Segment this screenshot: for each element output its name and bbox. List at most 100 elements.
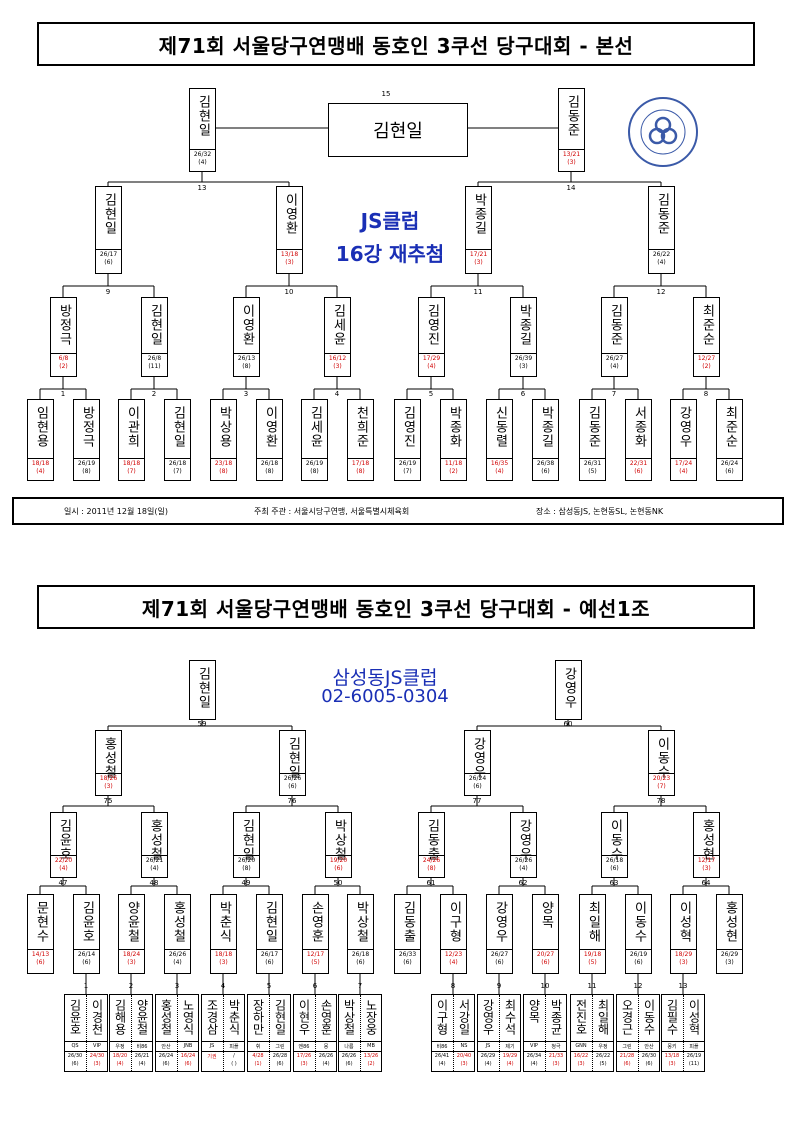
player-name: 박상철	[353, 901, 369, 943]
club-name: 비86	[136, 1044, 148, 1050]
score-value: 16/12	[328, 355, 347, 362]
player-name: 이영환	[262, 406, 278, 448]
inning-count: (5)	[588, 959, 597, 966]
match-score: 14/13(6)	[28, 949, 53, 967]
match-score: 22/20(4)	[51, 855, 76, 873]
score-value: 26/20	[237, 857, 256, 864]
inning-count: (11)	[148, 363, 161, 370]
match-score: 26/13(8)	[234, 353, 259, 371]
inning-count: (3)	[285, 259, 294, 266]
score-value: 13/21	[562, 151, 581, 158]
match-score: 12/27(2)	[694, 353, 719, 371]
player-name: 김현일	[262, 901, 278, 943]
inning-count: (2)	[367, 1061, 375, 1067]
club-name: VIP	[93, 1043, 101, 1049]
club-name: 피플	[229, 1044, 239, 1050]
inning-count: (6)	[36, 959, 45, 966]
club-name: GNN	[575, 1043, 587, 1049]
player-name: 홍성철	[170, 901, 186, 943]
inning-count: (5)	[599, 1061, 607, 1067]
score-value: 16/35	[490, 460, 509, 467]
score-value: 12/17	[306, 951, 325, 958]
pair-divider	[499, 995, 500, 1071]
inning-count: (4)	[438, 1061, 446, 1067]
club-name: 안산	[644, 1044, 654, 1050]
pair-separator	[571, 1051, 613, 1052]
match-score: 13/18(3)	[277, 249, 302, 267]
inning-count: (7)	[657, 783, 666, 790]
player-name: 박춘식	[216, 901, 232, 943]
match-number: 13	[197, 184, 207, 192]
match-score: 26/26(4)	[165, 949, 190, 967]
match-score: 17/21(3)	[466, 249, 491, 267]
player-name: 김동준	[654, 193, 670, 235]
player-name: 박종화	[446, 406, 462, 448]
pair-divider	[269, 995, 270, 1071]
player-name: 문현수	[33, 901, 49, 943]
inning-count: (5)	[588, 468, 597, 475]
match-score: 26/18(6)	[602, 855, 627, 873]
player-name: 김세윤	[330, 304, 346, 346]
pair-separator	[294, 1051, 336, 1052]
player-name: 김현일	[273, 999, 287, 1035]
inning-count: (4)	[138, 1061, 146, 1067]
inning-count: (8)	[310, 468, 319, 475]
inning-count: (4)	[198, 159, 207, 166]
score-value: 26/39	[514, 355, 533, 362]
score-value: 13/26	[363, 1053, 379, 1059]
inning-count: (4)	[679, 468, 688, 475]
match-score: 26/27(6)	[487, 949, 512, 967]
player-name: 천희준	[353, 406, 369, 448]
inning-count: (4)	[150, 865, 159, 872]
match-score: 11/18(2)	[441, 458, 466, 476]
pair-separator	[339, 1051, 381, 1052]
match-score: 18/29(3)	[671, 949, 696, 967]
match-score: 18/18(3)	[211, 949, 236, 967]
player-name: 방정극	[56, 304, 72, 346]
player-name: 이동수	[631, 901, 647, 943]
pair-separator	[662, 1041, 704, 1042]
prelim-round4-box: 문현수 14/13(6)	[27, 894, 54, 974]
score-value: 26/19	[398, 460, 417, 467]
inning-count: (6)	[345, 1061, 353, 1067]
inning-count: (4)	[657, 259, 666, 266]
inning-count: (3)	[725, 959, 734, 966]
final-number: 15	[381, 90, 391, 98]
player-name: 이구형	[446, 901, 462, 943]
match-score: 26/38(6)	[533, 458, 558, 476]
score-value: 26/27	[605, 355, 624, 362]
match-number: 47	[58, 879, 68, 887]
pair-separator	[524, 1041, 566, 1042]
player-name: 강영우	[481, 999, 495, 1035]
player-name: 김동출	[400, 901, 416, 943]
score-value: 12/17	[697, 857, 716, 864]
match-score: 26/29(3)	[717, 949, 742, 967]
player-name: 홍성철	[159, 999, 173, 1035]
score-value: 26/33	[398, 951, 417, 958]
player-name: 김현일	[285, 737, 301, 779]
pair-divider	[177, 995, 178, 1071]
inning-count: (6)	[265, 959, 274, 966]
inning-count: (6)	[634, 468, 643, 475]
pair-separator	[294, 1041, 336, 1042]
inning-count: (3)	[93, 1061, 101, 1067]
club-name: 우정	[598, 1044, 608, 1050]
score-value: 26/38	[536, 460, 555, 467]
pair-divider	[86, 995, 87, 1071]
